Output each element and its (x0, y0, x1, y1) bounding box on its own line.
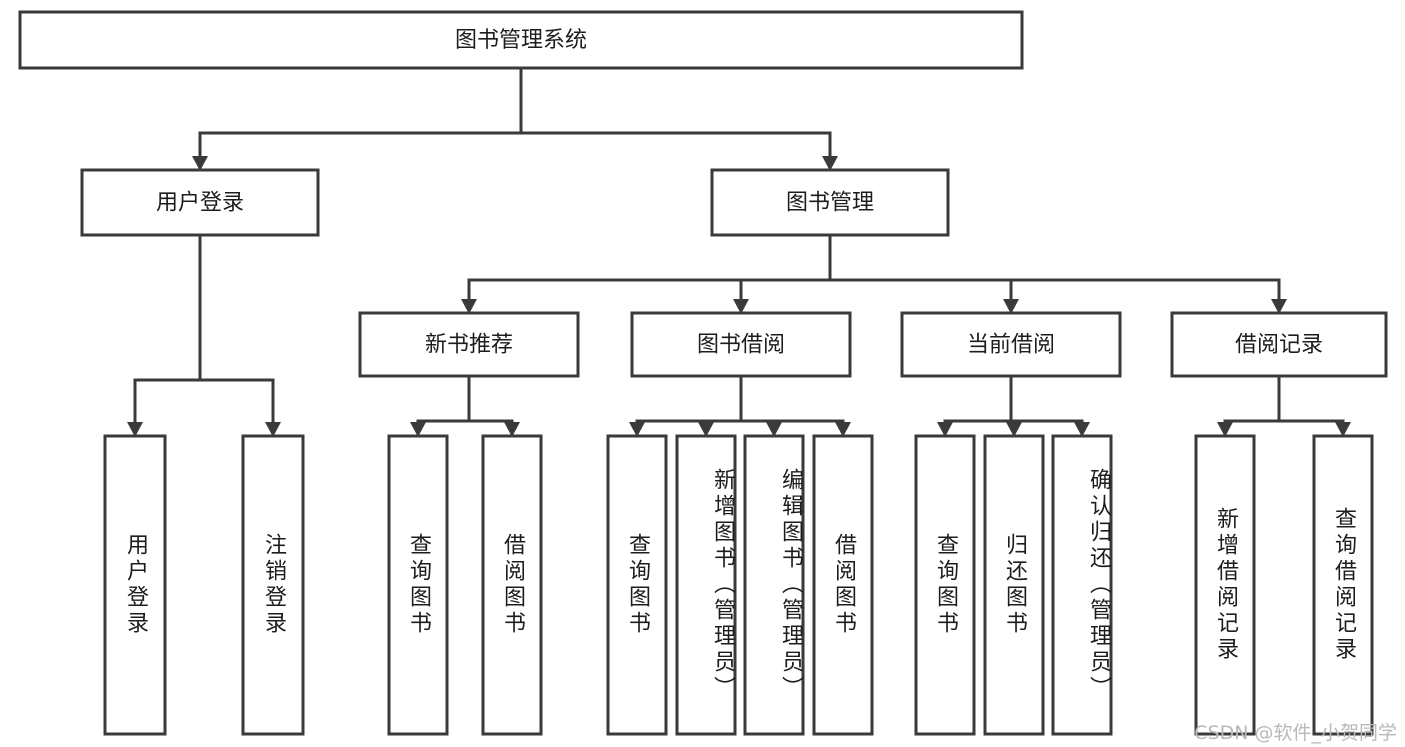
leaf-node-用户登录[interactable] (103, 434, 167, 736)
connector-layer (127, 68, 1351, 437)
leaf-node-借阅图书[interactable] (812, 434, 874, 736)
leaf-node-归还图书[interactable] (983, 434, 1045, 736)
connector (198, 68, 523, 158)
arrow-head-icon (461, 299, 477, 314)
leaf-node-查询图书[interactable] (606, 434, 668, 736)
arrow-head-icon (504, 422, 520, 437)
connector (828, 235, 1013, 301)
arrow-head-icon (265, 422, 281, 437)
leaf-node-查询借阅记录[interactable] (1312, 434, 1374, 736)
leaf-node-确认归还（管理员）[interactable] (1051, 434, 1113, 736)
node-label: 新书推荐 (425, 333, 513, 358)
connector (1009, 376, 1084, 424)
connector (943, 376, 1013, 424)
connector (704, 376, 743, 424)
arrow-head-icon (822, 156, 838, 171)
arrow-head-icon (1003, 299, 1019, 314)
arrow-head-icon (1217, 422, 1233, 437)
connector (467, 376, 514, 424)
connector (133, 235, 202, 424)
leaf-node-新增图书（管理员）[interactable] (675, 434, 737, 736)
arrow-head-icon (937, 422, 953, 437)
connector (1223, 376, 1281, 424)
watermark: CSDN @软件_小贺同学 (1194, 722, 1397, 744)
node-label: 用户登录 (156, 191, 244, 216)
connector (467, 235, 832, 301)
node-root-图书管理系统[interactable]: 图书管理系统 (18, 10, 1024, 70)
node-label: 图书借阅 (697, 333, 785, 358)
node-level3-当前借阅[interactable]: 当前借阅 (900, 311, 1122, 378)
connector (739, 376, 845, 424)
arrow-head-icon (1271, 299, 1287, 314)
arrow-head-icon (1335, 422, 1351, 437)
connector (828, 235, 1281, 301)
connector (198, 235, 275, 424)
leaf-node-注销登录[interactable] (241, 434, 305, 736)
arrow-head-icon (698, 422, 714, 437)
leaf-node-编辑图书（管理员）[interactable] (743, 434, 805, 736)
arrow-head-icon (766, 422, 782, 437)
leaf-node-查询图书[interactable] (387, 434, 449, 736)
connector (519, 68, 832, 158)
connector (739, 235, 832, 301)
arrow-head-icon (733, 299, 749, 314)
arrow-head-icon (1006, 422, 1022, 437)
connector (635, 376, 743, 424)
arrow-head-icon (629, 422, 645, 437)
node-level3-借阅记录[interactable]: 借阅记录 (1170, 311, 1388, 378)
node-label: 图书管理系统 (455, 28, 587, 53)
node-level2-用户登录[interactable]: 用户登录 (80, 168, 320, 237)
arrow-head-icon (1074, 422, 1090, 437)
connector (1277, 376, 1345, 424)
connector (416, 376, 471, 424)
node-level2-图书管理[interactable]: 图书管理 (710, 168, 950, 237)
arrow-head-icon (192, 156, 208, 171)
node-label: 当前借阅 (967, 333, 1055, 358)
arrow-head-icon (127, 422, 143, 437)
connector (739, 376, 776, 424)
leaf-node-查询图书[interactable] (914, 434, 976, 736)
arrow-head-icon (410, 422, 426, 437)
leaf-node-新增借阅记录[interactable] (1194, 434, 1256, 736)
node-level3-图书借阅[interactable]: 图书借阅 (630, 311, 852, 378)
node-label: 图书管理 (786, 191, 874, 216)
node-level3-新书推荐[interactable]: 新书推荐 (358, 311, 580, 378)
leaf-node-借阅图书[interactable] (481, 434, 543, 736)
arrow-head-icon (835, 422, 851, 437)
node-label: 借阅记录 (1235, 333, 1323, 358)
